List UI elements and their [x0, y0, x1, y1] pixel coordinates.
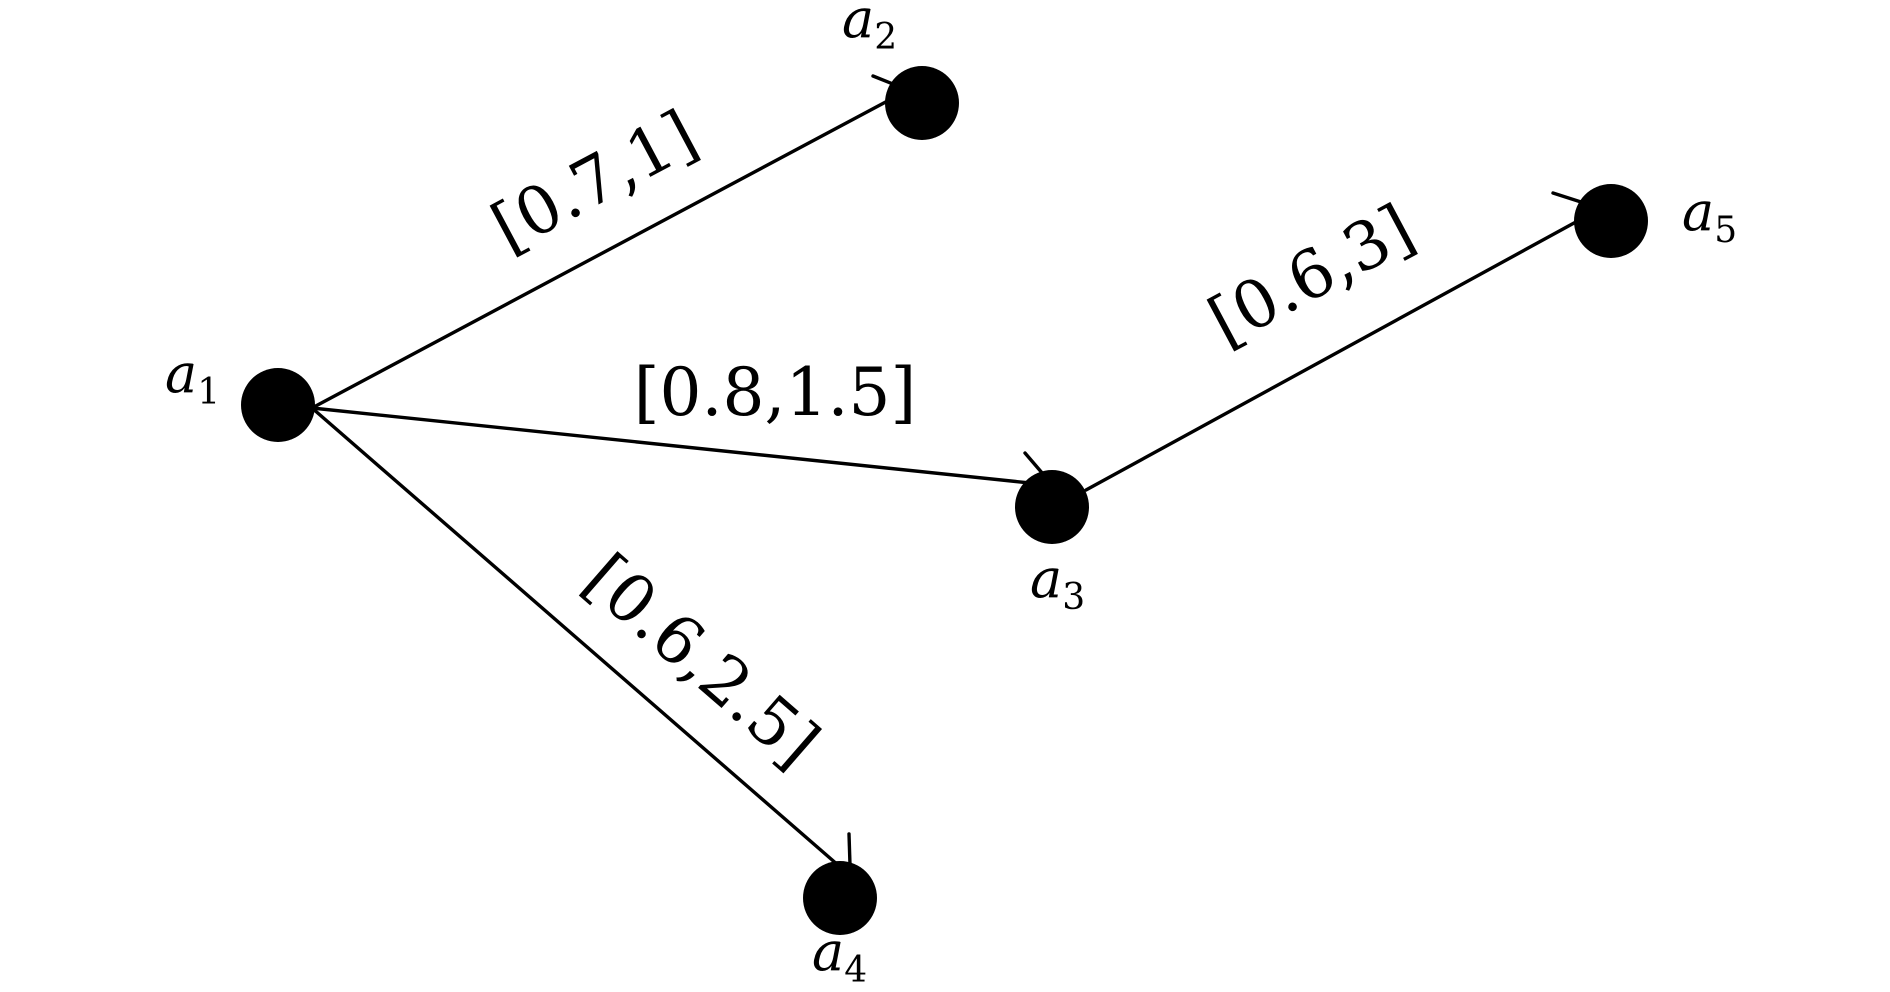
arrow-tick-a4: [847, 832, 852, 867]
node-a4: [803, 861, 877, 935]
arrow-tick-a5: [1551, 191, 1583, 204]
arrow-tick-a3: [1023, 451, 1045, 476]
nodes: [241, 66, 1648, 935]
node-label-a2: a2: [842, 0, 897, 58]
node-a2: [885, 66, 959, 140]
edge-label-a3-a5: [0.6,3]: [1196, 190, 1426, 361]
edge-a3-a5: [1084, 215, 1587, 492]
node-label-a3: a3: [1030, 547, 1085, 618]
edge-a1-a4: [310, 406, 848, 874]
node-label-a4: a4: [812, 920, 867, 991]
edges: [310, 95, 1587, 874]
edge-label-a1-a3: [0.8,1.5]: [634, 354, 916, 431]
node-label-a1: a1: [165, 342, 220, 413]
node-a3: [1015, 470, 1089, 544]
node-a5: [1574, 184, 1648, 258]
edge-a1-a3: [310, 406, 1032, 485]
edge-label-a1-a2: [0.7,1]: [479, 96, 709, 267]
node-a1: [241, 368, 315, 442]
node-labels: a1 a2 a3 a4 a5: [165, 0, 1737, 991]
edge-a1-a2: [310, 95, 897, 410]
node-label-a5: a5: [1682, 180, 1737, 251]
arrow-ticks: [847, 74, 1583, 867]
